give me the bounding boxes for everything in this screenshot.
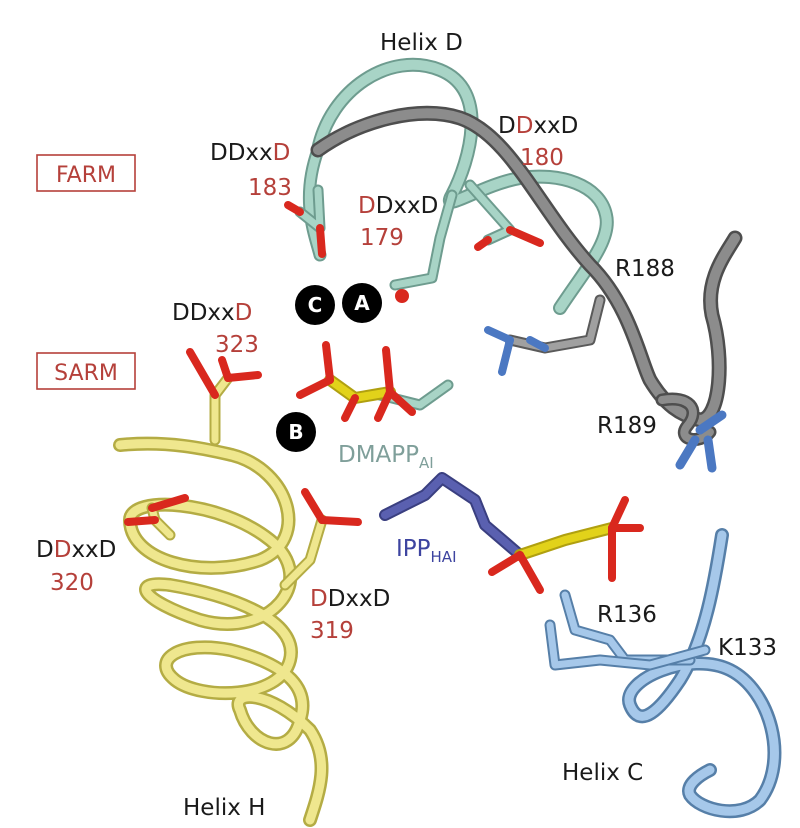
motif-label-179: DDxxD 179 bbox=[358, 193, 438, 251]
arg-sidechain-188 bbox=[484, 294, 606, 376]
svg-text:DDxxD: DDxxD bbox=[172, 300, 252, 326]
helix-h-label: Helix H bbox=[183, 795, 265, 821]
ipp-molecule bbox=[379, 472, 644, 594]
svg-text:IPPHAI: IPPHAI bbox=[396, 536, 457, 566]
residue-label-k133: K133 bbox=[718, 635, 777, 661]
sarm-region-box: SARM bbox=[36, 352, 136, 390]
svg-text:323: 323 bbox=[215, 332, 259, 358]
svg-text:320: 320 bbox=[50, 570, 94, 596]
asp-sidechain-179 bbox=[389, 189, 458, 303]
motif-label-320: DDxxD 320 bbox=[36, 537, 116, 596]
lys-sidechain-133 bbox=[544, 619, 711, 671]
motif-label-319: DDxxD 319 bbox=[310, 586, 390, 644]
residue-label-r136: R136 bbox=[597, 602, 657, 628]
dmapp-label: DMAPPAI bbox=[338, 442, 434, 472]
svg-text:FARM: FARM bbox=[56, 163, 116, 188]
asp-sidechain-323 bbox=[186, 348, 262, 446]
svg-text:183: 183 bbox=[248, 175, 292, 201]
motif-label-183: DDxxD 183 bbox=[210, 140, 292, 201]
motif-label-180: DDxxD 180 bbox=[498, 113, 578, 171]
metal-site-c: C bbox=[295, 285, 335, 325]
asp-sidechain-183 bbox=[284, 184, 326, 258]
svg-text:DDxxD: DDxxD bbox=[210, 140, 290, 166]
svg-text:A: A bbox=[354, 291, 370, 315]
asp-sidechain-180 bbox=[464, 179, 544, 251]
helix-c-label: Helix C bbox=[562, 760, 643, 786]
residue-label-r188: R188 bbox=[615, 256, 675, 282]
svg-text:180: 180 bbox=[520, 145, 564, 171]
svg-text:179: 179 bbox=[360, 225, 404, 251]
helix-d-label: Helix D bbox=[380, 30, 463, 56]
svg-text:DDxxD: DDxxD bbox=[358, 193, 438, 219]
motif-label-323: DDxxD 323 bbox=[172, 300, 259, 358]
svg-text:319: 319 bbox=[310, 618, 354, 644]
svg-text:DDxxD: DDxxD bbox=[498, 113, 578, 139]
metal-site-a: A bbox=[342, 283, 382, 323]
gray-loop-ribbon bbox=[310, 105, 743, 446]
svg-text:DMAPPAI: DMAPPAI bbox=[338, 442, 434, 472]
residue-label-r189: R189 bbox=[597, 413, 657, 439]
metal-site-b: B bbox=[276, 412, 316, 452]
ipp-label: IPPHAI bbox=[396, 536, 457, 566]
farm-region-box: FARM bbox=[36, 154, 136, 192]
svg-text:DDxxD: DDxxD bbox=[36, 537, 116, 563]
svg-text:DDxxD: DDxxD bbox=[310, 586, 390, 612]
dmapp-molecule bbox=[296, 341, 454, 422]
helix-h-ribbon bbox=[113, 436, 329, 827]
helix-d-ribbon bbox=[302, 57, 614, 315]
helix-c-ribbon bbox=[622, 528, 782, 819]
arg-sidechain-189 bbox=[675, 410, 727, 473]
svg-text:SARM: SARM bbox=[54, 361, 118, 386]
asp-sidechain-320 bbox=[124, 494, 189, 541]
svg-text:C: C bbox=[308, 293, 323, 317]
svg-text:B: B bbox=[288, 420, 303, 444]
asp-sidechain-319 bbox=[279, 488, 362, 591]
